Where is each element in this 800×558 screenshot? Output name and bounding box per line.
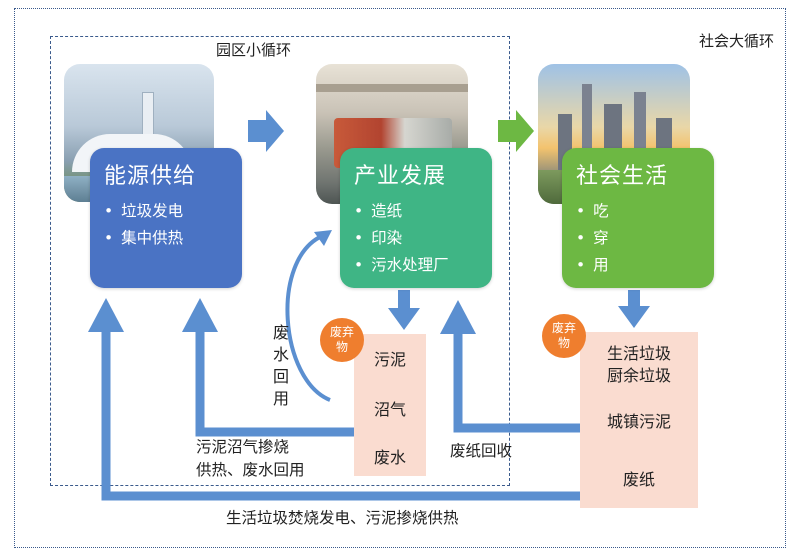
energy-supply-title: 能源供给 — [104, 164, 197, 189]
society-item: 穿 — [576, 225, 609, 252]
waste-item: 城镇污泥 — [606, 412, 671, 431]
waste-badge: 废弃物 — [320, 318, 364, 362]
industry-title: 产业发展 — [354, 164, 447, 189]
social-cycle-frame — [14, 8, 786, 548]
energy-item: 垃圾发电 — [104, 198, 183, 225]
society-item: 吃 — [576, 198, 609, 225]
industry-card: 产业发展 造纸 印染 污水处理厂 — [340, 148, 492, 288]
society-card: 社会生活 吃 穿 用 — [562, 148, 714, 288]
industry-item: 造纸 — [354, 198, 449, 225]
waste-item: 污泥 — [373, 350, 406, 369]
heat-water-label: 供热、废水回用 — [196, 461, 305, 479]
garbage-power-label: 生活垃圾焚烧发电、污泥掺烧供热 — [226, 509, 459, 527]
society-waste-box: 生活垃圾 厨余垃圾 城镇污泥 废纸 — [580, 332, 698, 508]
industry-item: 污水处理厂 — [354, 252, 449, 279]
park-cycle-label: 园区小循环 — [216, 41, 292, 59]
industry-waste-box: 污泥 沼气 废水 — [354, 334, 426, 476]
energy-item: 集中供热 — [104, 225, 183, 252]
society-title: 社会生活 — [576, 164, 669, 189]
energy-supply-card: 能源供给 垃圾发电 集中供热 — [90, 148, 242, 288]
sludge-biogas-label: 污泥沼气掺烧 — [196, 438, 290, 456]
industry-item: 印染 — [354, 225, 449, 252]
waste-item: 废水 — [373, 448, 406, 467]
waste-item: 沼气 — [373, 400, 406, 419]
park-cycle-frame — [50, 36, 510, 486]
society-item: 用 — [576, 252, 609, 279]
waste-item: 废纸 — [622, 470, 655, 489]
waste-item: 生活垃圾 — [606, 344, 671, 363]
wastewater-reuse-label: 废水回用 — [272, 323, 289, 408]
paper-recycle-label: 废纸回收 — [450, 442, 513, 460]
waste-badge: 废弃物 — [542, 314, 586, 358]
waste-item: 厨余垃圾 — [606, 366, 671, 385]
social-cycle-label: 社会大循环 — [698, 32, 774, 50]
